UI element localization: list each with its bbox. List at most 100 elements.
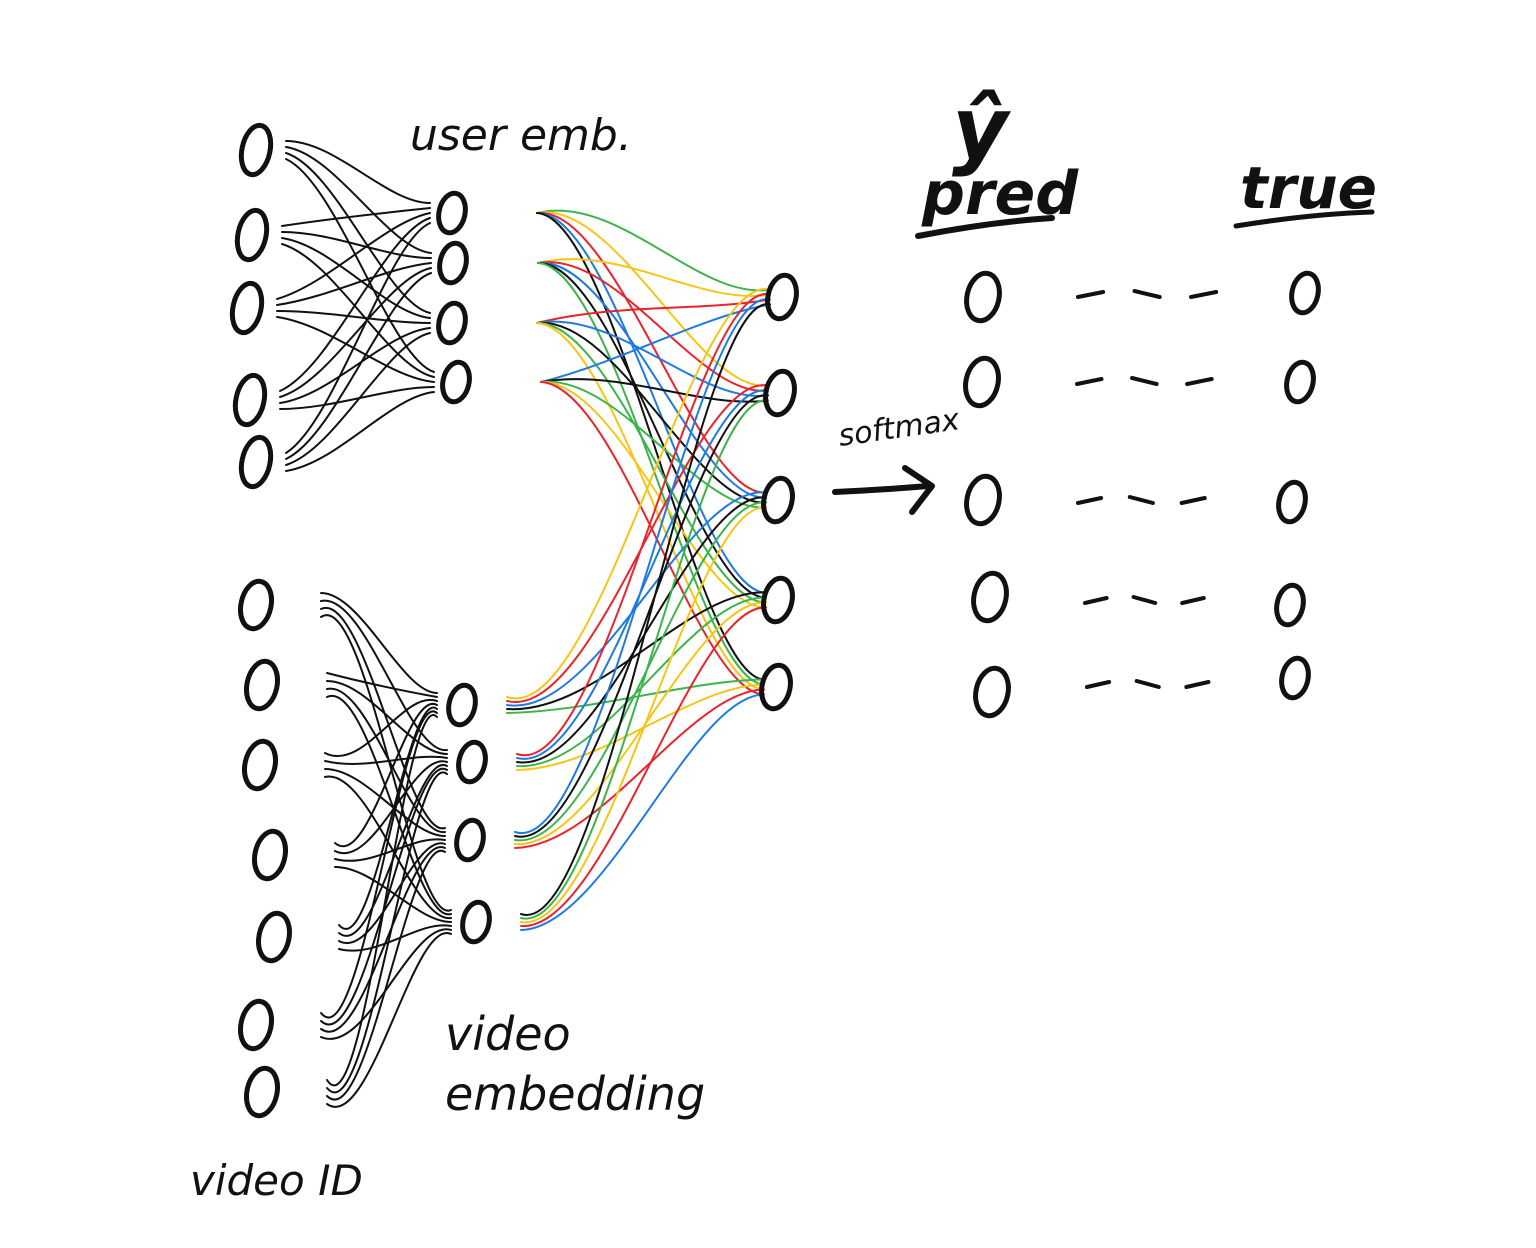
user-out-edge-15 (536, 322, 765, 691)
video-out-edge-10 (516, 683, 765, 771)
video-out-edge-19 (520, 606, 767, 928)
video-edge-9 (324, 698, 438, 757)
userIn-node-5 (238, 434, 274, 490)
dash-row-4-2 (1131, 595, 1158, 605)
video-edge-17 (338, 706, 438, 930)
userIn-node-1 (238, 122, 274, 178)
dash-row-2-2 (1130, 376, 1159, 386)
true-label: true (1240, 154, 1377, 222)
video-edge-5 (326, 672, 438, 698)
video-out-edge-16 (520, 303, 771, 916)
user-edge-15 (279, 327, 431, 404)
user-out-edge-8 (537, 261, 767, 499)
pred-node-3 (964, 473, 1002, 527)
out-node-1 (765, 272, 799, 322)
user-out-edge-16 (540, 303, 771, 383)
dash-row-5-3 (1184, 680, 1211, 689)
video-edge-26 (326, 771, 448, 1094)
softmax-label: softmax (836, 402, 962, 454)
video-edge-3 (320, 607, 446, 830)
user-out-edge-5 (536, 212, 765, 681)
vidIn-node-6 (238, 998, 274, 1052)
user-edge-13 (279, 217, 431, 392)
dash-row-1-2 (1132, 289, 1162, 299)
video-id-label: video ID (190, 1156, 363, 1205)
video-edge-20 (338, 924, 452, 952)
video-edge-2 (320, 599, 448, 752)
user-out-edge-4 (536, 211, 767, 594)
user-edge-3 (285, 152, 431, 314)
trueN-node-4 (1274, 582, 1306, 628)
trueN-node-5 (1279, 655, 1311, 701)
user-out-edge-18 (540, 380, 767, 509)
user-edge-11 (276, 310, 431, 324)
userEmb-node-2 (437, 240, 469, 286)
video-out-edge-9 (516, 596, 767, 768)
softmax-arrow (832, 465, 935, 515)
out-node-4 (761, 575, 795, 625)
vidIn-node-7 (244, 1065, 280, 1119)
video-edge-27 (326, 849, 446, 1101)
user-edge-4 (285, 158, 435, 373)
video-edge-15 (334, 838, 446, 862)
video-edge-21 (320, 710, 438, 1019)
user-embedding-label: user emb. (410, 110, 632, 161)
video-embedding-label-2: embedding (445, 1067, 705, 1121)
video-out-edge-5 (506, 678, 765, 714)
video-out-edge-12 (514, 394, 769, 838)
dash-row-5-2 (1134, 679, 1161, 689)
pred-true-dashes (1075, 289, 1219, 689)
userEmb-node-3 (436, 300, 468, 346)
user-edge-16 (279, 386, 435, 410)
video-out-edge-17 (520, 399, 769, 920)
video-edge-7 (326, 687, 446, 834)
user-out-edge-6 (537, 258, 771, 297)
userIn-node-2 (234, 207, 270, 263)
user-edge-20 (285, 391, 435, 472)
out-node-3 (761, 475, 795, 525)
dash-row-2-3 (1185, 377, 1214, 386)
dash-row-2-1 (1075, 377, 1104, 386)
vidEmb-node-4 (460, 899, 492, 945)
true-underline (1233, 209, 1375, 229)
video-out-edge-4 (506, 591, 767, 711)
dash-row-5-1 (1085, 680, 1112, 689)
dash-row-3-2 (1127, 495, 1155, 505)
pred-node-2 (963, 355, 1001, 409)
neuron-nodes (229, 122, 1321, 1119)
pred-node-5 (973, 665, 1011, 719)
dash-row-1-3 (1189, 290, 1219, 299)
video-edge-10 (324, 755, 448, 765)
user-out-edge-14 (536, 321, 767, 604)
dash-row-1-1 (1076, 290, 1106, 299)
user-edge-7 (281, 237, 431, 319)
pred-underline (915, 215, 1055, 239)
video-out-edge-1 (506, 288, 771, 700)
out-node-2 (763, 368, 797, 418)
video-edge-18 (338, 764, 448, 937)
pred-node-1 (964, 270, 1002, 324)
video-out-edge-15 (514, 688, 765, 849)
user-edge-9 (276, 212, 431, 300)
dash-row-3-1 (1076, 496, 1104, 505)
user-edge-19 (285, 332, 431, 466)
video-edge-23 (320, 846, 446, 1033)
y-hat-label: ŷ (952, 79, 1012, 179)
user-edge-5 (281, 207, 431, 227)
vidIn-node-3 (242, 738, 278, 792)
video-out-edge-7 (516, 389, 769, 760)
video-edge-13 (334, 702, 438, 848)
user-out-edge-11 (536, 298, 771, 324)
user-edge-17 (285, 222, 431, 454)
userIn-node-4 (232, 372, 268, 428)
video-edge-25 (326, 713, 438, 1086)
video-edge-16 (334, 866, 452, 923)
user-edge-6 (281, 231, 432, 259)
vidIn-node-1 (238, 578, 274, 632)
user-edge-14 (279, 267, 432, 398)
user-edge-12 (276, 316, 435, 383)
vidIn-node-2 (244, 658, 280, 712)
video-edge-28 (326, 932, 452, 1108)
trueN-node-1 (1289, 270, 1321, 316)
